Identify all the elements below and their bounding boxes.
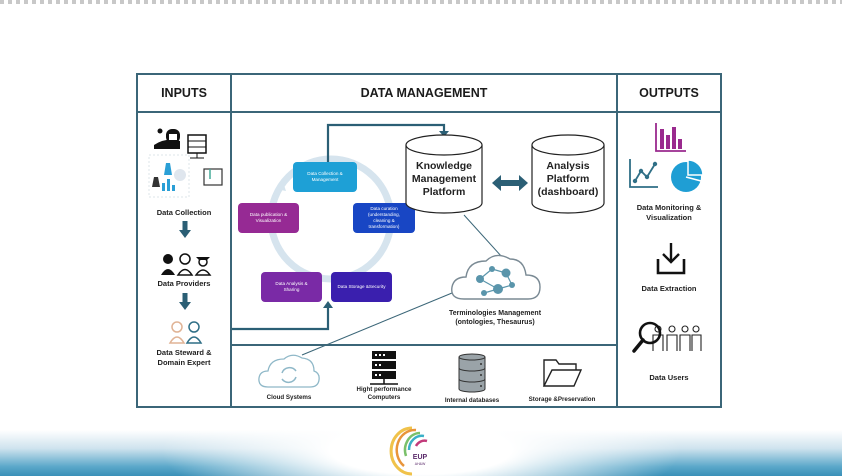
data-steward-label-line2: Domain Expert [157, 357, 211, 367]
cycle-box-data-storage[interactable]: Data Storage &Security [331, 272, 392, 302]
cycle-box-label: transformation) [368, 224, 400, 230]
internal-databases-label: Internal databases [444, 397, 500, 404]
storage-preservation-label: Storage &Preservation [528, 396, 596, 403]
logo-text: EUP [413, 454, 428, 461]
cycle-box-label: Data curation [370, 205, 398, 211]
diagram-frame: INPUTS Data Collection Data [136, 73, 722, 408]
data-collection-icon [148, 128, 223, 198]
cloud-sync-icon [258, 354, 320, 388]
terminologies-line2: (ontologies, Thesaurus) [455, 319, 535, 327]
cycle-box-data-curation[interactable]: Data curation(understanding,cleaning &tr… [353, 203, 415, 233]
users-search-icon [632, 321, 702, 353]
folder-icon [542, 359, 583, 387]
line-chart-icon [629, 159, 658, 188]
terminologies-cloud-icon [451, 254, 541, 300]
cycle-box-label: Data Analysis & [275, 280, 308, 286]
cycle-box-label: Visualization [255, 218, 282, 223]
hpc-line2: Computers [367, 394, 401, 402]
knowledge-platform-cylinder [405, 134, 483, 214]
database-icon [458, 353, 486, 393]
monitoring-label: Data Monitoring & Visualization [618, 203, 720, 223]
cycle-box-data-collection[interactable]: Data Collection &Management [293, 162, 357, 192]
outputs-column: OUTPUTS Data Monitoring & Visualization … [618, 75, 720, 406]
data-users-label: Data Users [649, 373, 689, 382]
hpc-line1: Hight performance [356, 386, 412, 393]
bar-chart-icon [655, 123, 686, 152]
cycle-box-label: Data Collection & [307, 170, 343, 176]
inputs-column: INPUTS Data Collection Data [138, 75, 232, 406]
cycle-box-data-publication[interactable]: Data publication &Visualization [238, 203, 299, 233]
pie-chart-icon [671, 159, 704, 192]
down-arrow-icon [179, 221, 191, 238]
cycle-box-data-analysis[interactable]: Data Analysis &Sharing [261, 272, 322, 302]
data-management-header: DATA MANAGEMENT [232, 75, 616, 113]
cycle-box-label: Data Storage &Security [337, 283, 386, 289]
cycle-box-label: (understanding, [368, 211, 400, 217]
kmp-line: Platform [422, 186, 466, 199]
cycle-box-label: Data publication & [249, 211, 288, 217]
bidirectional-arrow-icon [492, 175, 528, 191]
inputs-header: INPUTS [138, 75, 230, 113]
download-icon [656, 243, 686, 275]
outputs-header: OUTPUTS [618, 75, 720, 113]
data-providers-label: Data Providers [157, 279, 211, 288]
data-steward-label: Data Steward & Domain Expert [138, 348, 230, 368]
cycle-box-label: cleaning & [373, 218, 395, 223]
data-collection-label: Data Collection [156, 208, 212, 217]
analysis-platform-label[interactable]: Analysis Platform (dashboard) [530, 160, 606, 199]
server-icon [370, 351, 398, 385]
data-management-column: DATA MANAGEMENT Data Collection &Managem… [232, 75, 618, 406]
ap-line: Platform [546, 173, 590, 186]
data-steward-label-line1: Data Steward & [156, 348, 212, 357]
cloud-systems-label: Cloud Systems [266, 394, 312, 401]
terminologies-label: Terminologies Management (ontologies, Th… [428, 309, 562, 327]
top-dotted-border [0, 0, 842, 4]
monitoring-line2: Visualization [646, 212, 692, 222]
knowledge-platform-label[interactable]: Knowledge Management Platform [404, 160, 484, 199]
kmp-line: Management [411, 173, 477, 186]
logo-subtext: AH&W [415, 462, 426, 466]
hpc-label: Hight performance Computers [344, 386, 424, 402]
analysis-platform-cylinder [531, 134, 605, 214]
data-steward-icon [168, 321, 203, 344]
monitoring-line1: Data Monitoring & [636, 203, 702, 212]
ap-line: (dashboard) [537, 186, 599, 199]
cycle-box-label: Sharing [283, 287, 300, 292]
terminologies-line1: Terminologies Management [448, 310, 542, 317]
down-arrow-icon [179, 293, 191, 310]
data-extraction-label: Data Extraction [641, 284, 697, 293]
connector-lines [232, 123, 618, 356]
eup-logo: EUP AH&W [389, 426, 431, 476]
data-providers-icon [161, 253, 212, 276]
kmp-line: Knowledge [415, 160, 472, 172]
cycle-box-label: Management [311, 177, 339, 182]
ap-line: Analysis [546, 160, 590, 172]
